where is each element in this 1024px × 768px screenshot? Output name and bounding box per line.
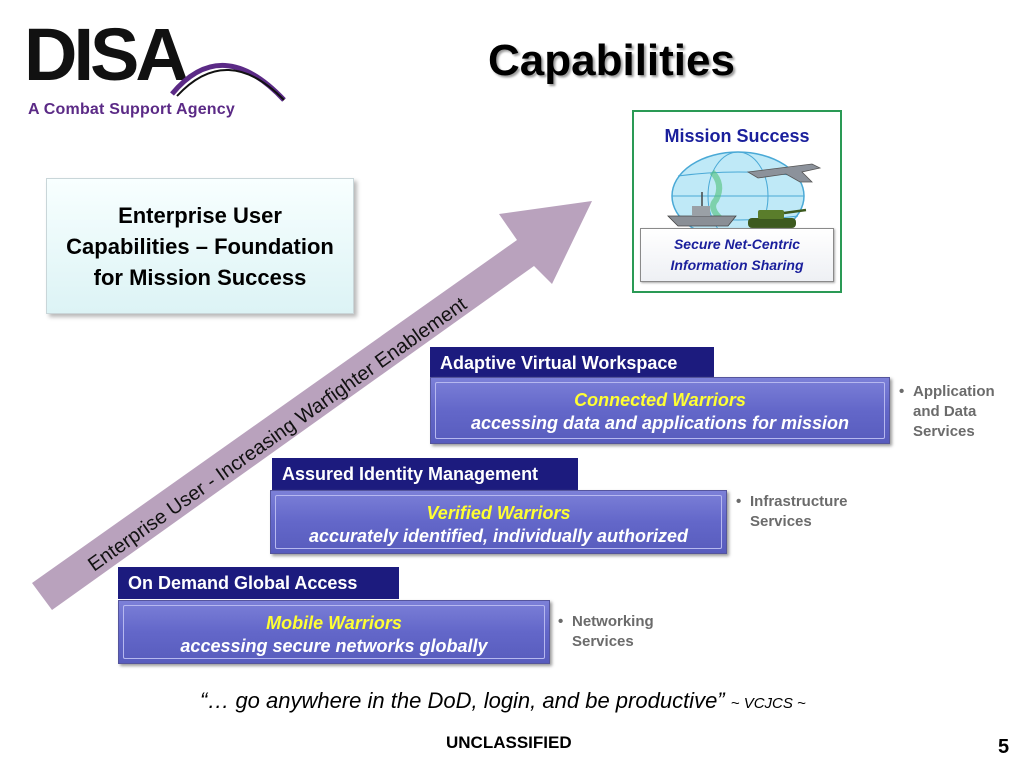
bullet-icon: • [736,493,742,510]
mission-caption-line2: Information Sharing [670,257,804,273]
services-infrastructure: • Infrastructure Services [736,493,848,530]
classification-label: UNCLASSIFIED [446,733,572,752]
tier-body-identity-management: Verified Warriors accurately identified,… [270,490,727,554]
tier-subtitle: accessing data and applications for miss… [470,413,850,433]
mission-caption: Secure Net-Centric Information Sharing [640,228,834,282]
page-number: 5 [998,736,1010,758]
services-networking: • Networking Services [558,613,654,650]
tier-header-global-access: On Demand Global Access [118,567,399,599]
mission-illustration [667,151,822,241]
fighter-jet-icon [746,163,822,183]
tier-subtitle: accurately identified, individually auth… [308,526,689,546]
vcjcs-quote: “… go anywhere in the DoD, login, and be… [200,688,806,714]
bullet-icon: • [899,383,905,400]
page-title: Capabilities [488,36,735,85]
warship-icon [667,192,737,227]
bullet-icon: • [558,613,564,630]
agency-tagline: A Combat Support Agency [28,101,235,118]
quote-text: “… go anywhere in the DoD, login, and be… [200,688,725,713]
foundation-box: Enterprise User Capabilities – Foundatio… [46,178,354,314]
mission-title: Mission Success [664,126,810,146]
mission-success-box: Mission Success Secure Net-Centric Infor… [632,110,842,293]
tier-title-connected-warriors: Connected Warriors [574,390,746,410]
tier-header-identity-management: Assured Identity Management [272,458,578,490]
tier-title-verified-warriors: Verified Warriors [426,503,571,523]
logo-wordmark: DISA [24,14,187,96]
quote-attribution: ~ VCJCS ~ [730,695,806,712]
tier-body-global-access: Mobile Warriors accessing secure network… [118,600,550,664]
mission-caption-line1: Secure Net-Centric [673,236,801,252]
arrow-shape [32,201,592,610]
foundation-text: Enterprise User Capabilities – Foundatio… [66,202,334,290]
tank-icon [748,208,807,228]
services-application-data: • Application and Data Services [899,383,995,440]
disa-logo: DISA [24,14,286,102]
tier-title-mobile-warriors: Mobile Warriors [266,613,402,633]
tier-body-virtual-workspace: Connected Warriors accessing data and ap… [430,377,890,444]
tier-header-virtual-workspace: Adaptive Virtual Workspace [430,347,714,379]
tier-subtitle: accessing secure networks globally [180,636,488,656]
